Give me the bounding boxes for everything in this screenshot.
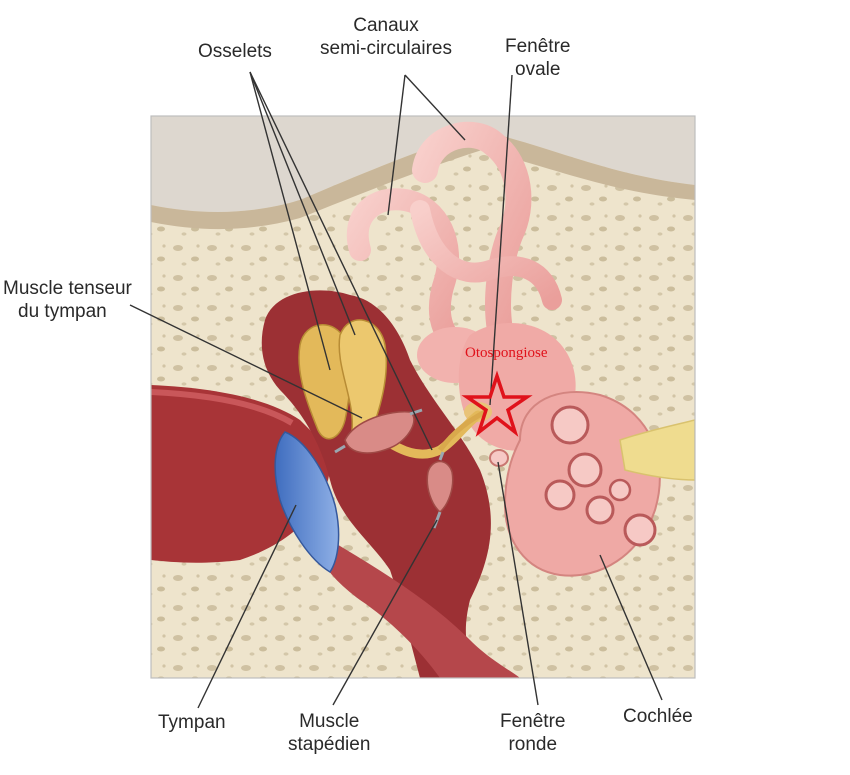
label-tympan: Tympan [158, 712, 226, 733]
tensor-tympani-muscle [334, 408, 423, 454]
semicircular-canals [346, 121, 562, 383]
auditory-nerve [619, 419, 695, 481]
label-canaux-semi-circulaires: Canaux semi-circulaires [320, 15, 452, 59]
cranial-band [151, 116, 695, 212]
label-fenetre-ovale: Fenêtre ovale [505, 36, 571, 80]
label-fenetre-ronde: Fenêtre ronde [500, 711, 566, 755]
label-muscle-stapedien: Muscle stapédien [288, 711, 371, 755]
label-osselets: Osselets [198, 41, 272, 62]
round-window [489, 449, 509, 467]
eustachian-tube [320, 540, 520, 678]
annotation-otospongiose: Otospongiose [465, 345, 548, 361]
label-muscle-tenseur-du-tympan: Muscle tenseur du tympan [3, 278, 132, 322]
ossicles [298, 319, 487, 459]
tympan-membrane [274, 431, 340, 574]
cochlea-body [503, 391, 661, 577]
illustration-frame [150, 115, 696, 679]
ear-canal [151, 385, 331, 563]
stapedius-muscle [426, 451, 454, 529]
label-cochlee: Cochlée [623, 706, 693, 727]
bone-edge [151, 130, 695, 230]
star-outline-icon [461, 370, 533, 437]
leader-lines [129, 71, 663, 709]
